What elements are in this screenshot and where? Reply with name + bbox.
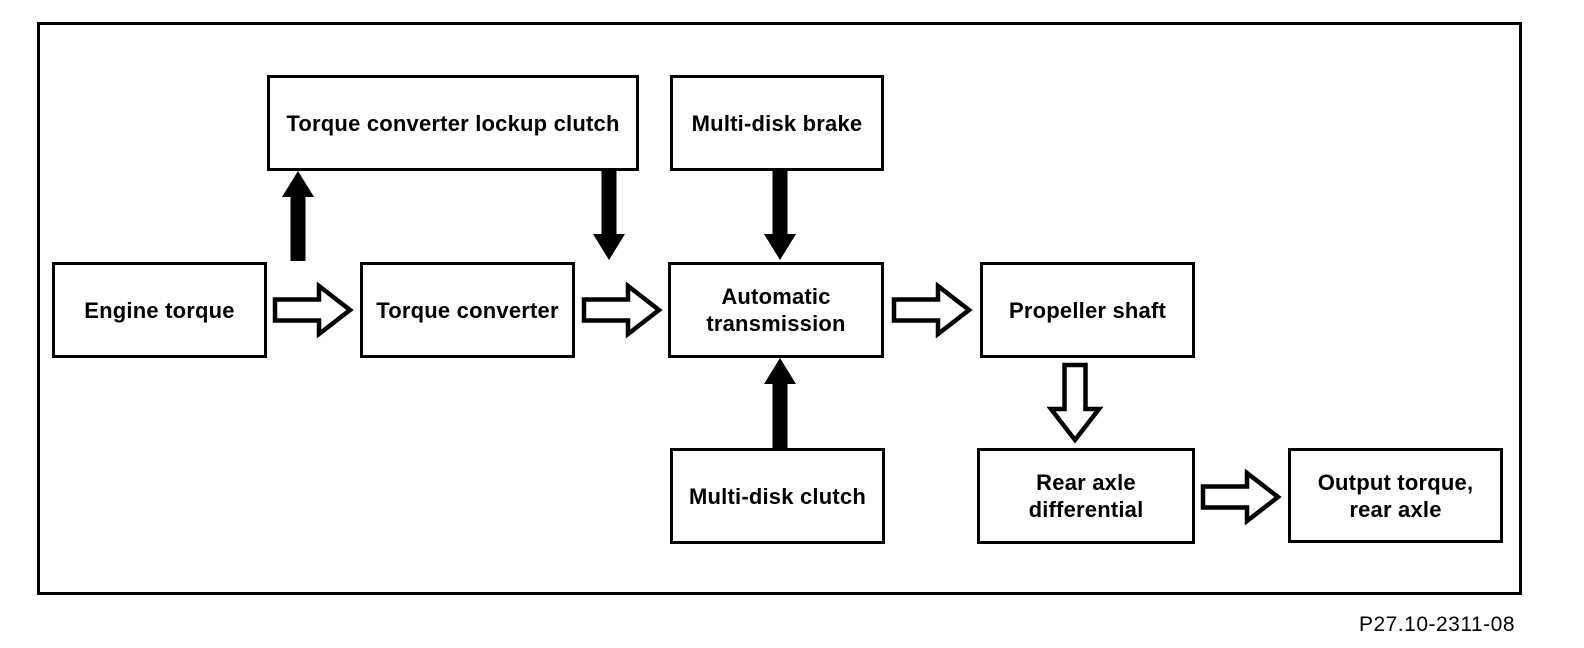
flow-arrow-differential-to-output-icon [1200,469,1282,525]
node-label: Rear axle differential [1028,470,1144,522]
solid-up-arrow-to-lockup-clutch-icon [282,171,314,261]
node-rear-axle-differential: Rear axle differential [977,448,1195,544]
node-multi-disk-brake: Multi-disk brake [670,75,884,171]
node-label: Propeller shaft [1008,297,1167,323]
node-propeller-shaft: Propeller shaft [980,262,1195,358]
node-torque-converter-lockup-clutch: Torque converter lockup clutch [267,75,639,171]
node-label: Multi-disk brake [691,110,863,136]
flow-arrow-engine-to-converter-icon [272,282,354,338]
node-output-torque-rear-axle: Output torque, rear axle [1288,448,1503,543]
node-label: Torque converter [376,297,559,323]
solid-down-arrow-brake-to-transmission-icon [764,170,796,260]
node-multi-disk-clutch: Multi-disk clutch [670,448,885,544]
node-torque-converter: Torque converter [360,262,575,358]
flow-arrow-propshaft-to-differential-icon [1047,362,1103,444]
flow-arrow-transmission-to-propshaft-icon [891,282,973,338]
node-engine-torque: Engine torque [52,262,267,358]
solid-up-arrow-clutch-to-transmission-icon [764,358,796,448]
figure-number-caption: P27.10-2311-08 [1358,613,1515,636]
solid-down-arrow-from-lockup-clutch-icon [593,170,625,260]
node-label: Output torque, rear axle [1317,469,1474,522]
node-automatic-transmission: Automatic transmission [668,262,884,358]
node-label: Automatic transmission [706,284,846,336]
node-label: Multi-disk clutch [689,483,866,509]
node-label: Engine torque [84,297,235,323]
node-label: Torque converter lockup clutch [286,110,620,136]
flow-arrow-converter-to-transmission-icon [581,282,663,338]
